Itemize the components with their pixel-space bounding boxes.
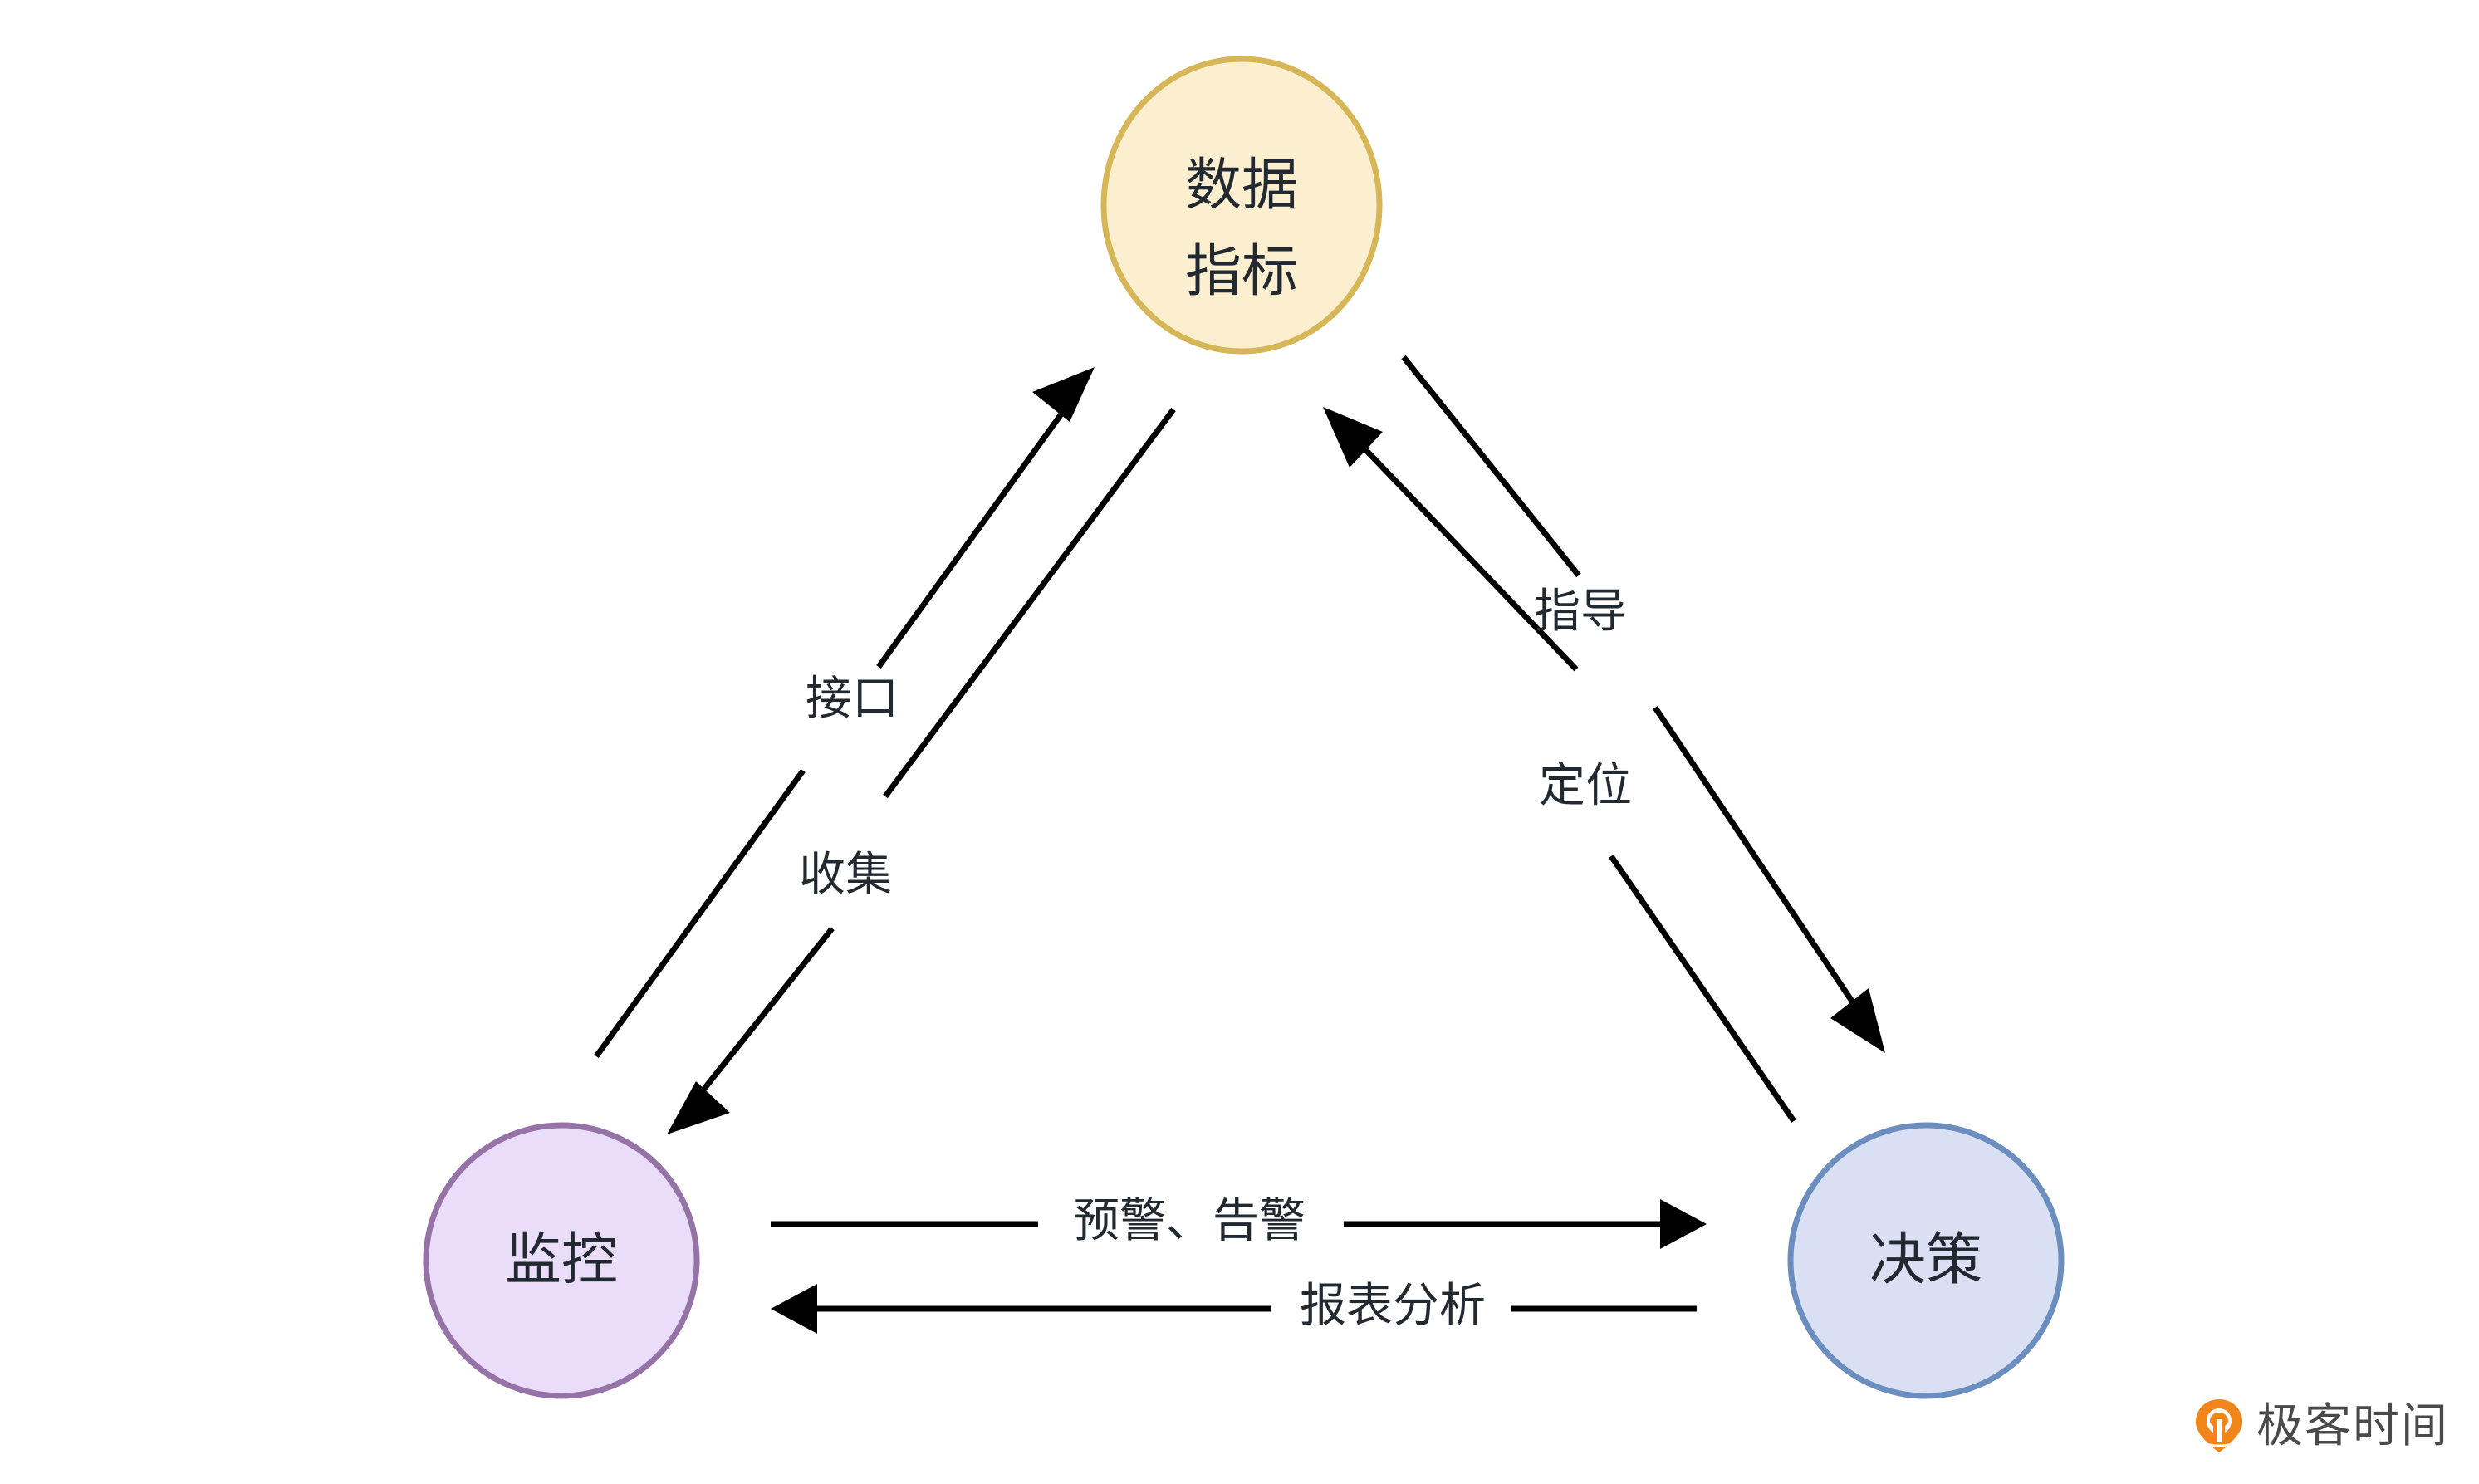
edge-label-report-analysis: 报表分析	[1300, 1279, 1486, 1331]
logo-stem-shape	[2217, 1419, 2222, 1442]
logo-base-shape	[2202, 1441, 2236, 1447]
logo-arc-shape	[2207, 1408, 2232, 1433]
node-data-metrics-label-line1: 数据	[1185, 154, 1298, 217]
edge-line-segment	[1609, 855, 1796, 1123]
node-data-metrics-shape[interactable]	[1100, 56, 1383, 355]
edge-line-segment	[1340, 424, 1579, 672]
edge-line-segment	[1653, 706, 1865, 1019]
node-monitoring-shape[interactable]	[423, 1122, 700, 1399]
watermark: 极客时间	[2193, 1398, 2449, 1454]
arrowhead-left	[771, 1284, 817, 1334]
arrowhead-down-right	[1830, 988, 1885, 1053]
watermark-text: 极客时间	[2256, 1399, 2449, 1452]
edge-line-segment	[1401, 355, 1581, 578]
node-monitoring-label: 监控	[505, 1228, 618, 1291]
edge-monitoring-to-decision: 预警、告警	[771, 1194, 1707, 1249]
edge-line-segment	[876, 386, 1082, 669]
edge-data-metrics-to-monitoring: 收集	[667, 407, 1176, 1134]
edge-label-guide: 指导	[1534, 585, 1627, 637]
edge-line-segment	[594, 768, 806, 1059]
edge-line-segment	[692, 926, 835, 1104]
arrowhead-up-left	[1323, 407, 1383, 468]
node-decision-shape[interactable]	[1787, 1122, 2065, 1399]
edge-monitoring-to-data-metrics: 接口	[594, 367, 1095, 1059]
arrowhead-down-left	[667, 1081, 730, 1134]
edge-line-segment	[883, 407, 1176, 799]
edge-label-alerts: 预警、告警	[1073, 1194, 1306, 1246]
geektime-logo-icon	[2196, 1399, 2242, 1452]
node-decision[interactable]: 决策	[1787, 1122, 2065, 1399]
node-monitoring[interactable]: 监控	[423, 1122, 700, 1399]
node-data-metrics-label-line2: 指标	[1185, 240, 1298, 303]
edge-decision-to-monitoring: 报表分析	[771, 1279, 1697, 1334]
edge-data-metrics-to-decision: 指导	[1401, 355, 1885, 1053]
edge-label-locate: 定位	[1539, 759, 1632, 811]
arrowhead-right	[1660, 1199, 1707, 1249]
node-data-metrics[interactable]: 数据 指标	[1100, 56, 1383, 355]
arrowhead-up-right	[1032, 367, 1095, 422]
edge-label-interface: 接口	[806, 672, 899, 724]
node-decision-label: 决策	[1869, 1228, 1982, 1291]
edge-label-collect: 收集	[799, 848, 892, 900]
edge-decision-to-data-metrics: 定位	[1323, 407, 1796, 1123]
